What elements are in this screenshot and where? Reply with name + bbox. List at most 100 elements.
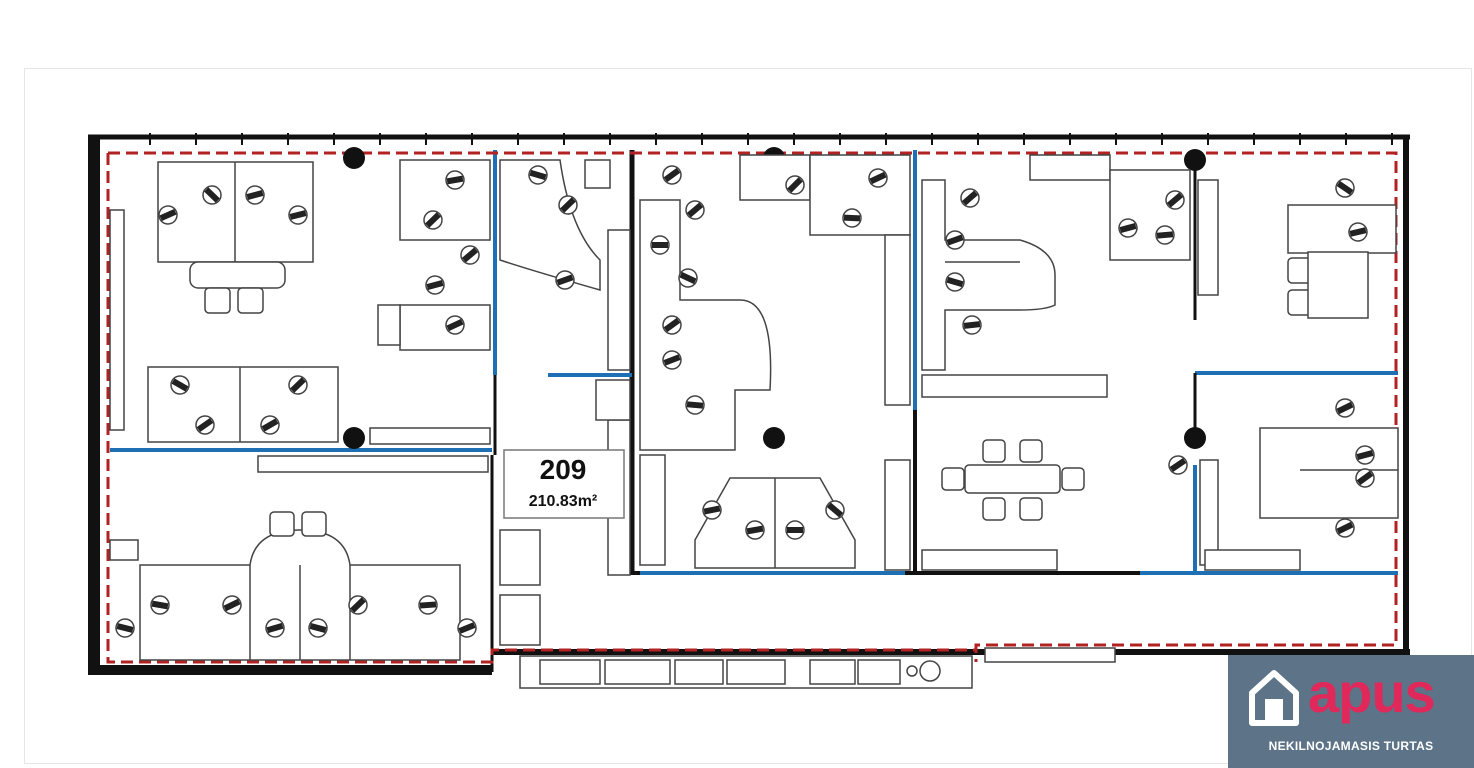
cabinet-icon: [604, 659, 671, 685]
office-chair-icon: [288, 205, 308, 225]
office-chair-icon: [457, 618, 477, 638]
glass-partitions: [110, 150, 1398, 575]
office-chair-icon: [237, 287, 264, 314]
office-chair-icon: [528, 165, 548, 185]
desk-icon: [189, 261, 286, 289]
office-chair-icon: [265, 618, 285, 638]
office-chair-icon: [222, 595, 242, 615]
office-chair-icon: [962, 315, 982, 335]
office-chair-icon: [1335, 398, 1355, 418]
sink-icon: [906, 665, 918, 677]
company-logo[interactable]: apus NEKILNOJAMASIS TURTAS: [1228, 655, 1474, 768]
cabinet-icon: [499, 529, 541, 586]
office-chair-icon: [1335, 178, 1355, 198]
cabinet-icon: [884, 234, 911, 406]
office-chair-icon: [423, 210, 443, 230]
window-mullions: [149, 133, 1393, 145]
desk-icon: [921, 179, 1056, 371]
cabinet-icon: [921, 374, 1108, 398]
cabinet-icon: [607, 229, 631, 371]
office-chair-icon: [245, 185, 265, 205]
office-chair-icon: [115, 618, 135, 638]
office-chair-icon: [260, 415, 280, 435]
office-chair-icon: [1155, 225, 1175, 245]
office-chair-icon: [348, 595, 368, 615]
desk-icon: [1287, 204, 1397, 254]
office-chair-icon: [945, 230, 965, 250]
office-chair-icon: [170, 375, 190, 395]
house-icon: [1249, 670, 1299, 726]
desk-icon: [499, 159, 601, 291]
desk-icon: [1259, 427, 1399, 519]
room-number: 209: [539, 454, 587, 485]
lease-boundary: [106, 151, 1398, 664]
office-chair-icon: [202, 185, 222, 205]
cabinet-icon: [674, 659, 724, 685]
office-chair-icon: [195, 415, 215, 435]
office-chair-icon: [418, 595, 438, 615]
column-icon: [343, 427, 365, 449]
office-chair-icon: [662, 350, 682, 370]
cabinet-icon: [595, 379, 631, 421]
office-chair-icon: [685, 395, 705, 415]
meeting-table-icon: [941, 439, 1085, 521]
cabinet-icon: [921, 549, 1058, 571]
office-chair-icon: [785, 520, 805, 540]
desk-icon: [399, 159, 491, 241]
office-chair-icon: [301, 511, 327, 537]
office-chair-icon: [1355, 468, 1375, 488]
cabinet-icon: [1204, 549, 1301, 571]
meeting-table-icon: [1307, 251, 1369, 319]
cabinet-icon: [639, 454, 666, 566]
office-chair-icon: [288, 375, 308, 395]
cabinet-icon: [539, 659, 601, 685]
office-chair-icon: [1348, 222, 1368, 242]
office-chair-icon: [745, 520, 765, 540]
office-chair-icon: [445, 315, 465, 335]
cabinet-icon: [369, 427, 491, 445]
cabinet-icon: [584, 159, 611, 189]
cabinet-icon: [257, 455, 489, 473]
cabinet-icon: [499, 594, 541, 646]
office-chair-icon: [842, 208, 862, 228]
logo-wordmark: apus: [1308, 661, 1436, 724]
cabinet-icon: [109, 539, 139, 561]
room-area: 210.83m²: [528, 493, 598, 510]
office-chair-icon: [662, 165, 682, 185]
office-chair-icon: [204, 287, 231, 314]
furniture: [109, 154, 1399, 689]
office-chair-icon: [158, 205, 178, 225]
office-chair-icon: [555, 270, 575, 290]
office-chair-icon: [558, 195, 578, 215]
sink-icon: [919, 660, 941, 682]
office-chair-icon: [269, 511, 295, 537]
office-chair-icon: [702, 500, 722, 520]
column-icon: [1184, 427, 1206, 449]
office-chair-icon: [868, 168, 888, 188]
desk-icon: [639, 199, 772, 451]
office-chair-icon: [685, 200, 705, 220]
cabinet-icon: [884, 459, 911, 571]
office-chair-icon: [308, 618, 328, 638]
column-icon: [343, 147, 365, 169]
column-icon: [763, 427, 785, 449]
desk-icon: [377, 304, 401, 346]
office-chair-icon: [960, 188, 980, 208]
cabinet-icon: [809, 659, 856, 685]
office-chair-icon: [678, 268, 698, 288]
office-chair-icon: [1118, 218, 1138, 238]
cabinet-icon: [1197, 179, 1219, 296]
outer-walls: [88, 134, 1410, 675]
office-chair-icon: [1355, 445, 1375, 465]
office-chair-icon: [825, 500, 845, 520]
office-chair-icon: [445, 170, 465, 190]
office-chair-icon: [785, 175, 805, 195]
office-chair-icon: [425, 275, 445, 295]
office-chair-icon: [662, 315, 682, 335]
chairs: [115, 165, 1375, 638]
room-label-box: [503, 449, 625, 519]
office-chair-icon: [1168, 455, 1188, 475]
office-chair-icon: [945, 272, 965, 292]
desk-icon: [1109, 169, 1191, 261]
office-chair-icon: [150, 595, 170, 615]
